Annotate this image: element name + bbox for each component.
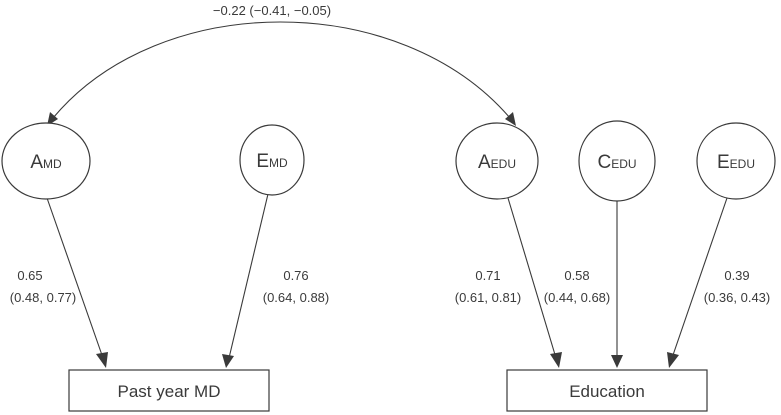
path-c-edu-arrowhead <box>611 355 623 368</box>
latent-e-edu-letter: E <box>717 152 730 173</box>
latent-a-edu-letter: A <box>478 152 491 173</box>
latent-e-md: EMD <box>239 124 305 196</box>
path-e-md-arrowhead <box>222 354 234 368</box>
latent-a-edu: AEDU <box>455 122 539 200</box>
latent-e-md-subscript: MD <box>269 156 288 170</box>
path-e-md-line <box>228 193 269 359</box>
latent-c-edu: CEDU <box>578 120 656 202</box>
path-e-md-ci: (0.64, 0.88) <box>263 290 330 305</box>
latent-c-edu-subscript: EDU <box>611 157 636 171</box>
correlation-label: −0.22 (−0.41, −0.05) <box>213 3 331 18</box>
latent-a-edu-subscript: EDU <box>491 157 516 171</box>
path-a-edu-arrowhead <box>550 352 562 368</box>
path-e-edu-arrowhead <box>667 352 679 368</box>
svg-text:AEDU: AEDU <box>478 152 516 173</box>
path-a-md-ci: (0.48, 0.77) <box>10 290 77 305</box>
path-e-edu-ci: (0.36, 0.43) <box>704 290 771 305</box>
latent-c-edu-letter: C <box>597 152 611 173</box>
path-c-edu-ci: (0.44, 0.68) <box>544 290 611 305</box>
path-c-edu-estimate: 0.58 <box>564 268 589 283</box>
svg-text:EMD: EMD <box>256 151 288 172</box>
observed-past-year-md: Past year MD <box>68 369 270 412</box>
observed-education-label: Education <box>569 382 645 401</box>
path-e-md-estimate: 0.76 <box>283 268 308 283</box>
path-a-md-line <box>46 197 104 359</box>
latent-a-md-letter: A <box>30 152 43 173</box>
latent-a-md: AMD <box>1 122 91 200</box>
observed-past-year-md-label: Past year MD <box>118 382 221 401</box>
svg-text:CEDU: CEDU <box>597 152 636 173</box>
correlation-arrowhead-left <box>47 112 58 126</box>
path-a-edu-line <box>507 197 557 359</box>
correlation-arrowhead-right <box>505 112 516 126</box>
latent-e-md-letter: E <box>256 151 269 172</box>
latent-e-edu-subscript: EDU <box>730 157 755 171</box>
svg-text:AMD: AMD <box>30 152 62 173</box>
path-a-edu-estimate: 0.71 <box>475 268 500 283</box>
svg-text:EEDU: EEDU <box>717 152 755 173</box>
path-e-edu-line <box>671 197 728 359</box>
observed-education: Education <box>506 369 708 412</box>
path-a-md-estimate: 0.65 <box>17 268 42 283</box>
path-e-edu-estimate: 0.39 <box>724 268 749 283</box>
path-a-edu-ci: (0.61, 0.81) <box>455 290 522 305</box>
correlation-arc <box>52 21 511 119</box>
path-a-md-arrowhead <box>96 352 108 368</box>
latent-a-md-subscript: MD <box>43 157 62 171</box>
latent-e-edu: EEDU <box>696 122 776 200</box>
